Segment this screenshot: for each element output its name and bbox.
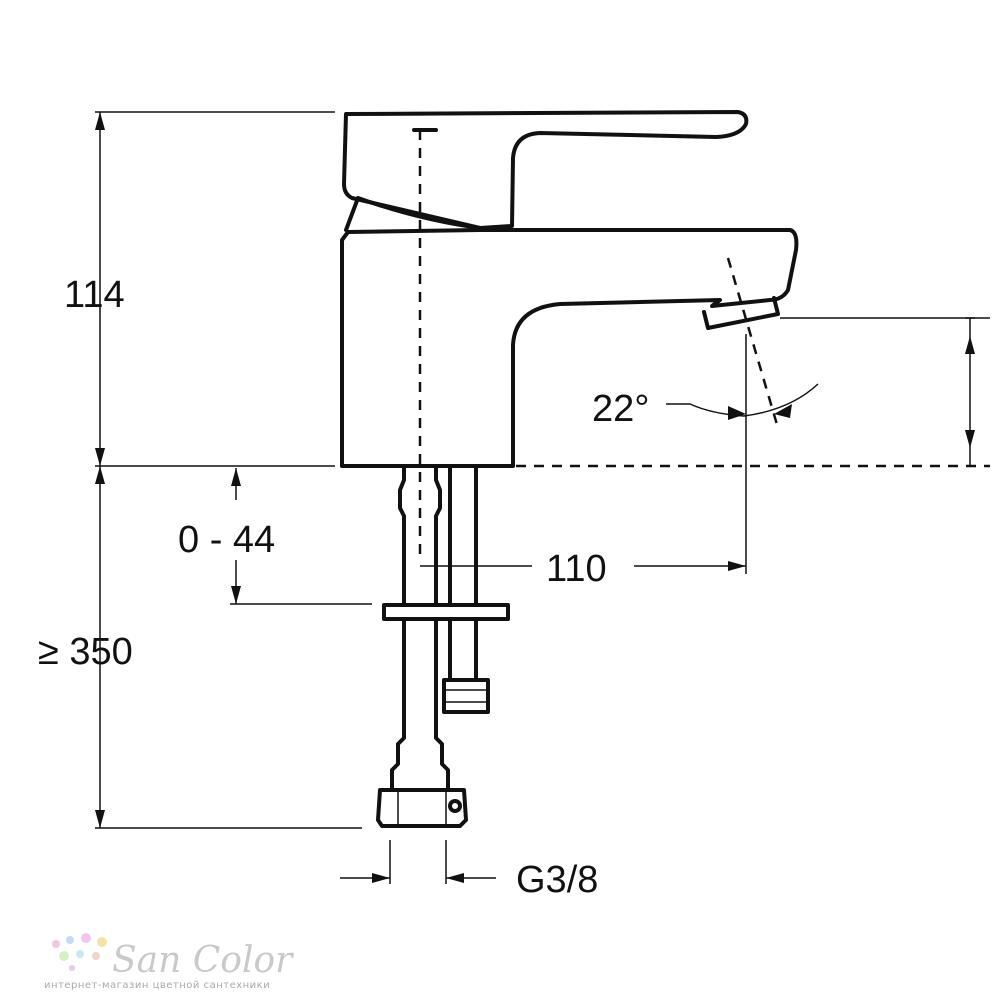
- arrow-down: [95, 448, 105, 466]
- arrow-right: [728, 561, 746, 571]
- arrow-right: [774, 404, 792, 418]
- adjust-range-dimension: 0 - 44: [178, 468, 372, 605]
- arrow-down: [95, 810, 105, 828]
- arrow-up: [965, 336, 975, 354]
- hose-short: [448, 466, 478, 682]
- watermark-brand: San Color: [112, 940, 294, 981]
- spout-height-dimension: [516, 317, 990, 468]
- lever-handle: [342, 110, 749, 230]
- reach-dimension: 110: [420, 334, 747, 590]
- thread-dimension: G3/8: [340, 840, 598, 901]
- color-dots-logo: [52, 933, 107, 971]
- height-label: 114: [64, 274, 125, 316]
- short-hose-nut: [442, 678, 490, 714]
- mounting-plate: [382, 603, 510, 621]
- arrow-up: [231, 468, 241, 486]
- arrow-down: [231, 586, 241, 604]
- adjust-range-label: 0 - 44: [178, 519, 275, 561]
- hose-length-label: ≥ 350: [38, 631, 133, 673]
- hose-long: [398, 466, 442, 607]
- thread-label: G3/8: [516, 859, 598, 901]
- cartridge-neck: [344, 196, 482, 232]
- watermark-tagline: интернет-магазин цветной сантехники: [44, 980, 270, 991]
- hose-long-lower: [390, 618, 450, 792]
- angle-dimension: 22°: [592, 383, 819, 430]
- aerator: [702, 296, 780, 330]
- hose-length-dimension: ≥ 350: [38, 466, 362, 829]
- arrow-up: [95, 466, 105, 484]
- arrow-down: [965, 430, 975, 448]
- height-dimension: 114: [64, 111, 335, 467]
- spout-body: [340, 228, 799, 468]
- faucet-body: [340, 110, 799, 560]
- arrow-left: [446, 873, 464, 883]
- reach-label: 110: [546, 548, 607, 590]
- arrow-right: [372, 873, 390, 883]
- arrow-up: [95, 112, 105, 130]
- watermark: San Color интернет-магазин цветной санте…: [44, 933, 294, 991]
- supply-hoses: [376, 466, 510, 828]
- aerator-tilt-axis: [726, 257, 780, 429]
- arrow-left: [728, 406, 746, 420]
- angle-label: 22°: [592, 388, 649, 430]
- nut-hole: [448, 799, 462, 813]
- connector-nut: [376, 788, 468, 828]
